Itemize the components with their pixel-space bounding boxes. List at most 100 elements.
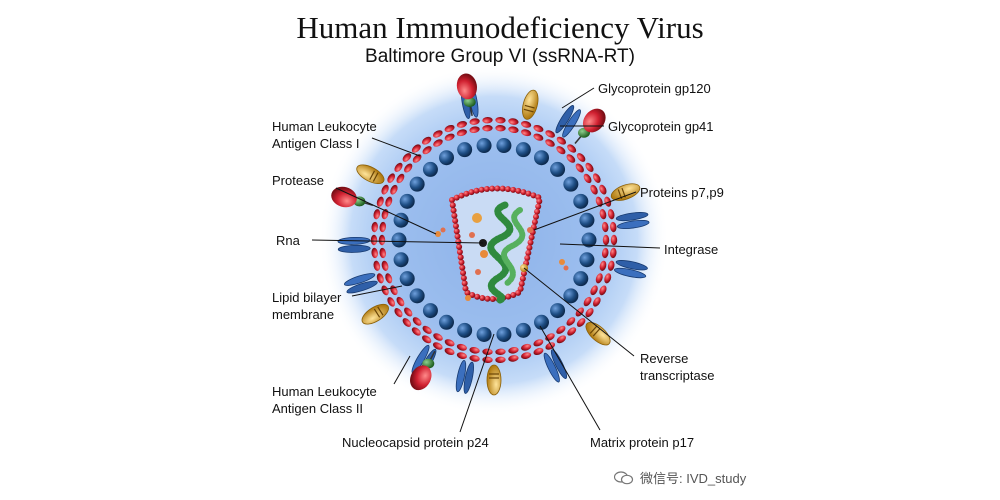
capsid-protein-bead <box>524 254 531 261</box>
diagram-subtitle: Baltimore Group VI (ssRNA-RT) <box>365 46 635 67</box>
membrane-lipid <box>556 325 566 334</box>
membrane-lipid <box>566 154 576 163</box>
matrix-protein-ball <box>393 252 409 268</box>
matrix-protein-ball <box>422 303 438 319</box>
blue-spike-protein <box>455 360 474 394</box>
membrane-lipid <box>556 335 567 344</box>
capsid-protein-bead <box>478 186 485 193</box>
capsid-protein-bead <box>457 254 464 261</box>
capsid-protein-bead <box>530 192 537 199</box>
membrane-lipid <box>469 126 480 133</box>
matrix-protein-ball <box>409 176 425 192</box>
membrane-lipid <box>599 184 607 195</box>
capsid-protein-bead <box>449 202 456 209</box>
membrane-lipid <box>381 260 389 271</box>
capsid-protein-bead <box>458 192 465 199</box>
membrane-lipid <box>495 116 506 124</box>
matrix-protein-ball <box>439 314 454 330</box>
membrane-lipid <box>421 136 432 145</box>
membrane-lipid <box>521 120 532 128</box>
membrane-lipid <box>381 184 389 195</box>
capsid-protein-bead <box>460 275 467 282</box>
hla-protein <box>486 364 502 396</box>
matrix-protein-ball <box>439 150 454 166</box>
capsid-protein-bead <box>449 197 455 203</box>
label-gp41: Glycoprotein gp41 <box>608 119 714 134</box>
label-hla-class-ii-line1: Human Leukocyte <box>272 384 377 399</box>
membrane-lipid <box>602 234 610 246</box>
label-rt-line1: Reverse <box>640 351 689 366</box>
matrix-protein-ball <box>550 161 566 177</box>
membrane-lipid <box>590 285 598 296</box>
gp41-protein <box>463 97 476 108</box>
matrix-protein-ball <box>391 232 407 248</box>
membrane-lipid <box>567 144 577 153</box>
capsid-protein-bead <box>520 189 527 196</box>
label-proteins-p7-p9: Proteins p7,p9 <box>640 185 724 200</box>
capsid-protein-bead <box>455 238 462 245</box>
membrane-lipid <box>469 347 480 354</box>
membrane-lipid <box>379 221 386 233</box>
label-reverse-transcriptase: Reverse transcriptase <box>640 350 714 384</box>
capsid-protein-bead <box>525 190 532 197</box>
matrix-protein-ball <box>563 176 579 192</box>
capsid-protein-bead <box>526 244 533 251</box>
membrane-lipid <box>444 347 455 356</box>
capsid-protein-bead <box>483 186 490 193</box>
matrix-protein-ball <box>515 322 531 338</box>
membrane-lipid <box>469 355 480 362</box>
hla-protein <box>610 183 641 201</box>
capsid-protein-bead <box>479 294 486 301</box>
label-gp120: Glycoprotein gp120 <box>598 81 711 96</box>
capsid-protein-bead <box>453 228 460 235</box>
hla-protein <box>361 303 389 325</box>
label-hla-class-ii-line2: Antigen Class II <box>272 401 364 416</box>
membrane-lipid <box>411 144 421 153</box>
label-rna: Rna <box>276 233 300 248</box>
membrane-lipid <box>444 133 455 141</box>
membrane-lipid <box>595 196 603 207</box>
blue-spike-protein <box>615 212 650 229</box>
membrane-lipid <box>432 342 443 350</box>
membrane-lipid <box>592 173 601 183</box>
capsid-protein-bead <box>489 185 496 192</box>
membrane-lipid <box>387 173 396 183</box>
membrane-lipid <box>422 146 432 155</box>
membrane-lipid <box>394 308 403 318</box>
membrane-lipid <box>456 120 467 128</box>
matrix-protein-ball <box>534 150 549 166</box>
membrane-lipid <box>576 153 586 162</box>
capsid-protein-bead <box>452 223 459 230</box>
membrane-lipid <box>411 327 421 336</box>
capsid-protein-bead <box>515 289 522 296</box>
hla-protein <box>585 321 611 346</box>
leader-lines <box>311 87 661 433</box>
blue-spike-protein <box>343 273 378 294</box>
membrane-lipid <box>371 221 378 233</box>
nucleocapsid-protein-p24 <box>449 185 543 302</box>
membrane-lipid <box>444 339 455 347</box>
matrix-protein-ball <box>579 252 595 268</box>
capsid-protein-bead <box>461 280 468 287</box>
membrane-lipid <box>607 260 615 271</box>
matrix-protein-ball <box>579 212 595 228</box>
membrane-lipid <box>556 146 566 155</box>
matrix-protein-ball <box>515 142 531 158</box>
gp120-protein <box>410 365 432 391</box>
internal-proteins <box>435 213 569 301</box>
label-hla-class-i: Human Leukocyte Antigen Class I <box>272 118 377 152</box>
membrane-lipid <box>508 347 519 354</box>
membrane-lipid <box>390 184 398 195</box>
capsid-protein-bead <box>534 208 541 215</box>
membrane-lipid <box>379 247 386 259</box>
label-hla-class-i-line2: Antigen Class I <box>272 136 360 151</box>
membrane-lipid <box>508 126 519 133</box>
label-lipid-line1: Lipid bilayer <box>272 290 342 305</box>
matrix-protein-ball <box>573 193 589 209</box>
membrane-lipid <box>495 348 506 356</box>
membrane-lipid <box>495 356 506 364</box>
capsid-protein-bead <box>468 189 475 196</box>
lipid-bilayer-membrane <box>370 116 618 364</box>
matrix-protein-ball <box>534 314 549 330</box>
membrane-lipid <box>521 129 532 137</box>
